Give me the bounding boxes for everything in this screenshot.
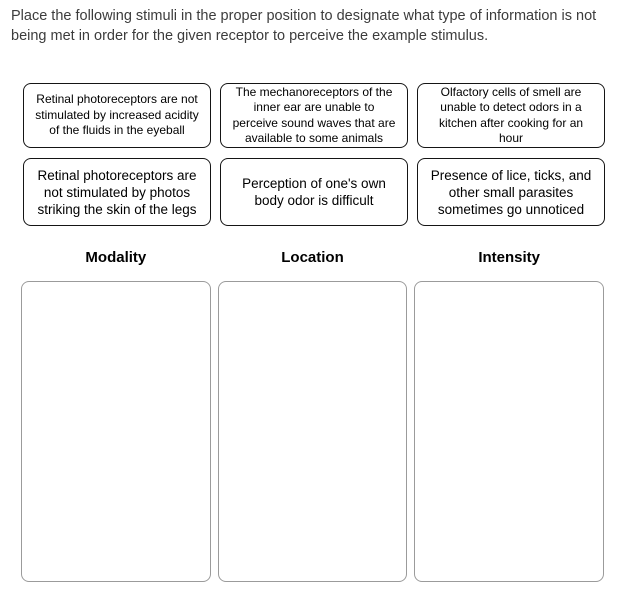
stimulus-card-olfactory-kitchen[interactable]: Olfactory cells of smell are unable to d…: [417, 83, 605, 148]
column-header-intensity: Intensity: [478, 249, 541, 266]
column-header-modality: Modality: [85, 249, 147, 266]
stimulus-card-retinal-acidity[interactable]: Retinal photoreceptors are not stimulate…: [23, 83, 211, 148]
stimulus-card-label: Presence of lice, ticks, and other small…: [430, 167, 592, 217]
dropzone-intensity[interactable]: [414, 281, 605, 582]
column-header-location: Location: [281, 249, 344, 266]
stimulus-card-label: Retinal photoreceptors are not stimulate…: [37, 167, 197, 217]
stimulus-card-label: The mechanoreceptors of the inner ear ar…: [232, 84, 396, 146]
stimulus-card-parasites-unnoticed[interactable]: Presence of lice, ticks, and other small…: [417, 158, 605, 226]
stimuli-bank: Retinal photoreceptors are not stimulate…: [23, 83, 605, 226]
category-headers: Modality Location Intensity: [21, 249, 604, 266]
drop-areas: [21, 281, 605, 582]
stimulus-card-mechanoreceptors-sound[interactable]: The mechanoreceptors of the inner ear ar…: [220, 83, 408, 148]
dropzone-location[interactable]: [217, 281, 408, 582]
stimulus-card-label: Retinal photoreceptors are not stimulate…: [35, 92, 199, 138]
stimulus-card-retinal-photos-legs[interactable]: Retinal photoreceptors are not stimulate…: [23, 158, 211, 226]
stimulus-card-own-body-odor[interactable]: Perception of one's own body odor is dif…: [220, 158, 408, 226]
dropzone-modality[interactable]: [21, 281, 211, 582]
stimulus-card-label: Olfactory cells of smell are unable to d…: [438, 84, 584, 146]
stimulus-card-label: Perception of one's own body odor is dif…: [242, 176, 386, 208]
question-prompt: Place the following stimuli in the prope…: [11, 8, 597, 44]
